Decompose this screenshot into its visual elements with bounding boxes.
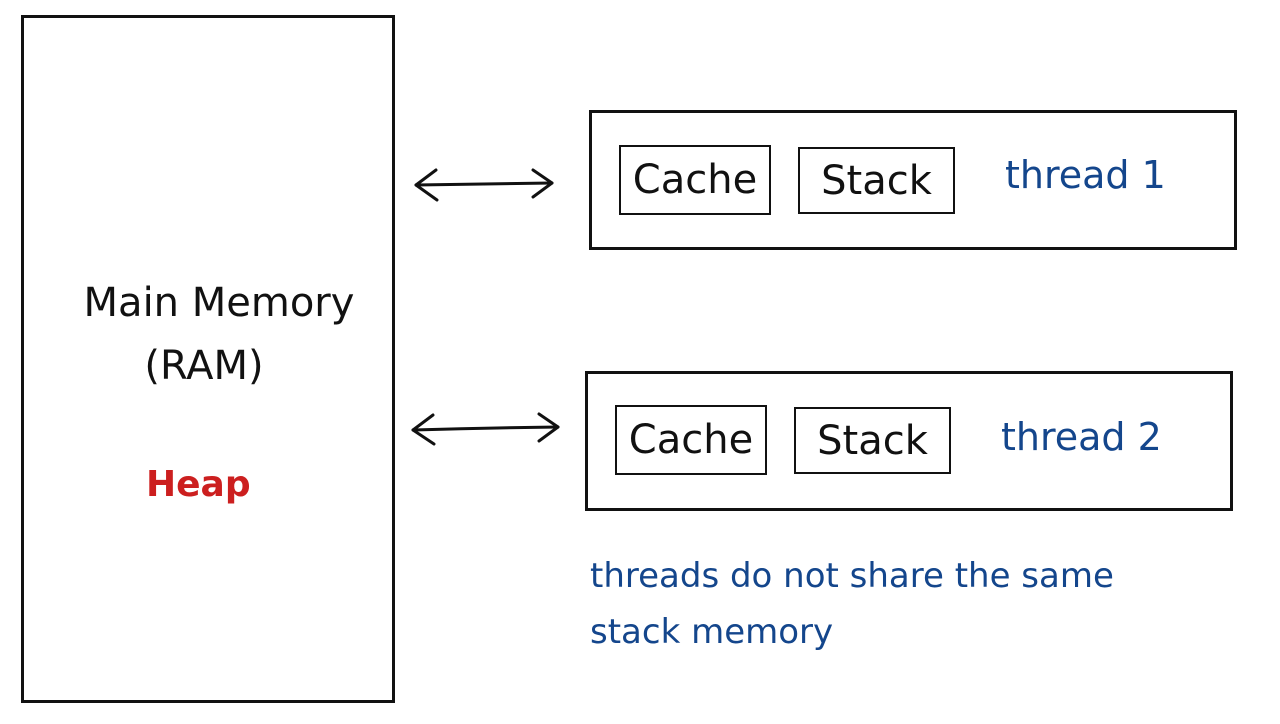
main-memory-title: Main Memory: [83, 280, 355, 326]
double-arrow-icon: [414, 168, 554, 202]
main-memory-subtitle: (RAM): [144, 343, 264, 389]
thread-1-label: thread 1: [1005, 153, 1166, 197]
heap-label: Heap: [146, 464, 251, 505]
thread-1-cache-box: Cache: [619, 145, 771, 215]
main-memory-box: [21, 15, 395, 703]
thread-2-cache-box: Cache: [615, 405, 767, 475]
thread-1-stack-box: Stack: [798, 147, 955, 214]
thread-2-label: thread 2: [1001, 415, 1162, 459]
thread-1-box: [589, 110, 1237, 250]
double-arrow-icon: [411, 412, 560, 446]
thread-2-stack-box: Stack: [794, 407, 951, 474]
thread-2-box: [585, 371, 1233, 511]
note-text: threads do not share the same stack memo…: [590, 556, 1114, 652]
